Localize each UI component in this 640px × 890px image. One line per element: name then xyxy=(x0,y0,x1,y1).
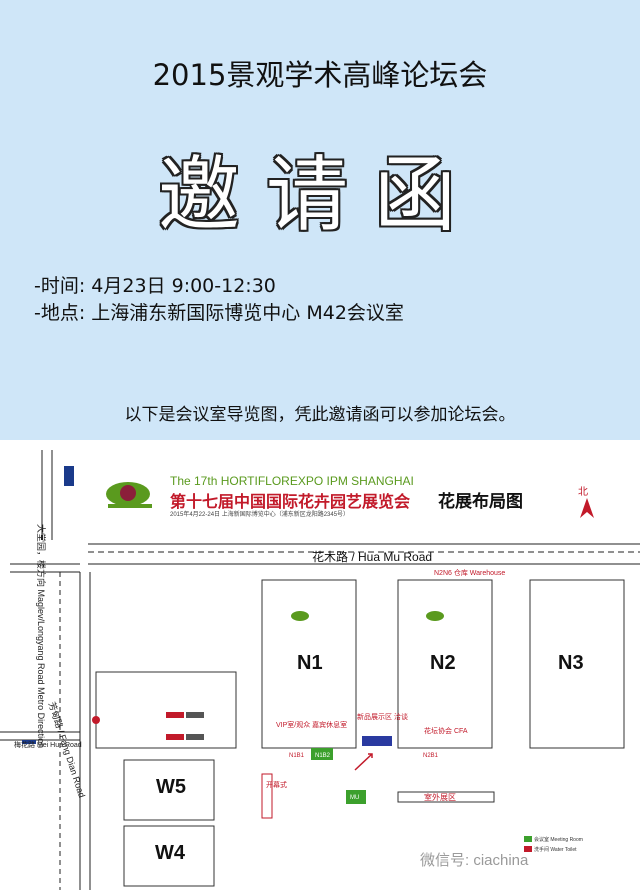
hall-logos xyxy=(291,611,444,621)
expo-date: 2015年4月22-24日 上海新国际博览中心（浦东新区龙阳路2345号） xyxy=(170,512,350,518)
expo-logo xyxy=(106,482,152,508)
north-label: 北 xyxy=(578,487,588,498)
left-booths xyxy=(22,712,204,744)
outdoor-area-label: 室外展区 xyxy=(424,793,456,802)
map-drawing xyxy=(0,450,640,890)
opening-ceremony-label: 开幕式 xyxy=(266,782,287,789)
hall-n2: N2 xyxy=(430,652,456,674)
n1b2-label: N1B2 xyxy=(315,753,331,759)
time-line: -时间: 4月23日 9:00-12:30 xyxy=(34,275,276,297)
n2b1-label: N2B1 xyxy=(423,753,439,759)
mu-label: MU xyxy=(350,795,360,801)
cfa-label: 花坛协会 CFA xyxy=(424,728,468,735)
invitation-panel: 2015景观学术高峰论坛会 邀请函 -时间: 4月23日 9:00-12:30 … xyxy=(0,0,640,440)
metro-direction-label: 大堂园，楼方向 Maglev/Longyang Road Metro Direc… xyxy=(36,524,46,749)
expo-chinese-title: 第十七届中国国际花卉园艺展览会 xyxy=(170,494,411,511)
layout-title: 花展布局图 xyxy=(438,492,523,511)
hall-n1: N1 xyxy=(297,652,323,674)
legend-meeting-room: 会议室 Meeting Room xyxy=(534,837,583,843)
place-line: -地点: 上海浦东新国际博览中心 M42会议室 xyxy=(34,302,404,324)
metro-marker xyxy=(64,466,74,486)
new-products-area xyxy=(362,736,392,746)
guide-note: 以下是会议室导览图，凭此邀请函可以参加论坛会。 xyxy=(124,405,516,425)
n1b2-box xyxy=(311,748,333,760)
north-arrow xyxy=(580,498,594,518)
opening-ceremony-area xyxy=(261,773,273,819)
expo-english-title: The 17th HORTIFLOREXPO IPM SHANGHAI xyxy=(170,474,414,488)
vip-room-label: VIP室/观众 嘉宾休息室 xyxy=(276,722,348,729)
invitation-heading: 邀请函 xyxy=(157,148,482,243)
mei-hua-road-label: 梅花路 Mei Hua Road xyxy=(14,742,82,749)
hall-w5: W5 xyxy=(156,776,186,798)
legend-toilet: 洗手间 Water Toilet xyxy=(534,847,577,853)
meeting-room-mu xyxy=(346,790,366,804)
hall-w4: W4 xyxy=(155,842,185,864)
n1b1-label: N1B1 xyxy=(289,753,305,759)
wechat-watermark: 微信号: ciachina xyxy=(420,852,529,869)
expo-floor-map: The 17th HORTIFLOREXPO IPM SHANGHAI 第十七届… xyxy=(0,440,640,890)
forum-title: 2015景观学术高峰论坛会 xyxy=(152,58,488,92)
outdoor-area xyxy=(397,791,495,803)
legend-meeting-swatch xyxy=(524,836,532,842)
hua-mu-road-label: 花木路 / Hua Mu Road xyxy=(312,550,433,564)
legend-toilet-swatch xyxy=(524,846,532,852)
road-lines xyxy=(0,450,640,890)
hall-outlines xyxy=(95,579,625,887)
hall-n3: N3 xyxy=(558,652,584,674)
warehouse-label: N2N6 仓库 Warehouse xyxy=(434,570,506,577)
new-products-label: 新品展示区 洽谈 xyxy=(357,714,408,721)
route-arrows xyxy=(354,753,373,771)
